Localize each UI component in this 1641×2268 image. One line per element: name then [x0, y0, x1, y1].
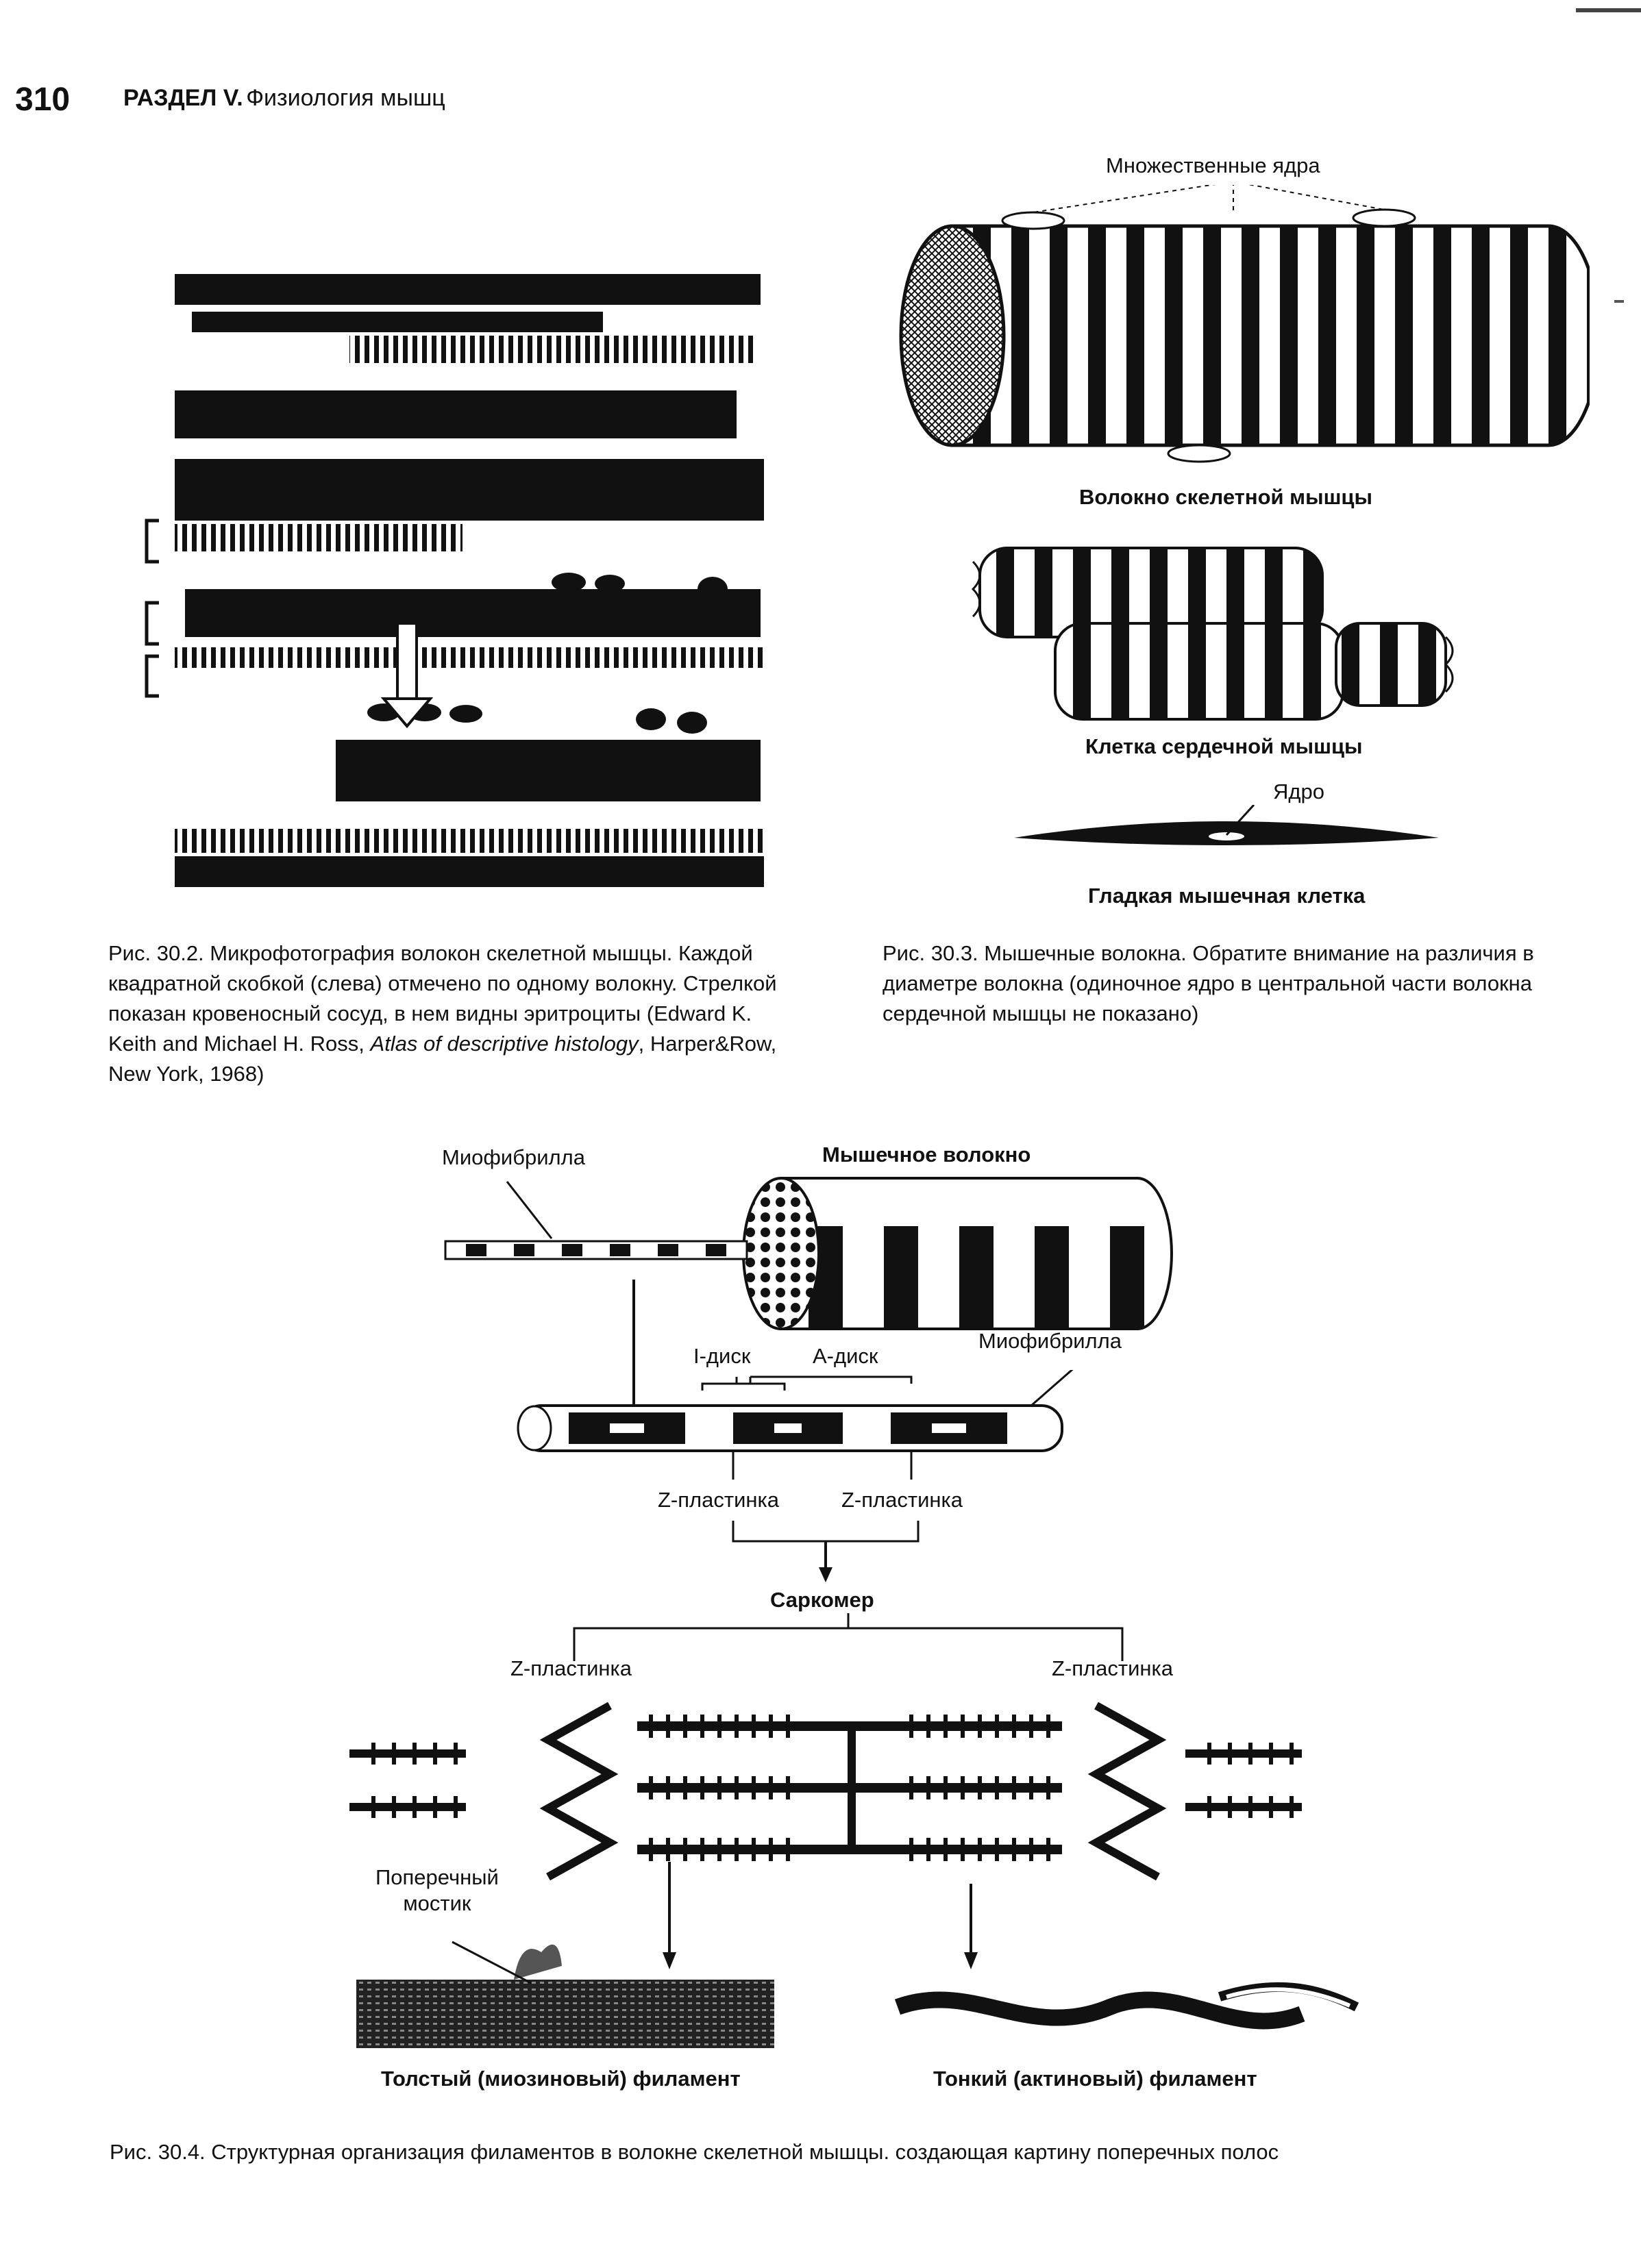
- caption-30-3-line-1: Рис. 30.3. Мышечные волокна. Обратите вн…: [883, 941, 1534, 965]
- label-cross-bridge-line-1: Поперечный: [375, 1865, 499, 1889]
- label-multiple-nuclei: Множественные ядра: [1106, 153, 1320, 177]
- label-smooth-cell: Гладкая мышечная клетка: [1088, 884, 1366, 908]
- label-muscle-fiber: Мышечное волокно: [822, 1143, 1031, 1167]
- caption-30-2-line-4: Keith and Michael H. Ross, Atlas of desc…: [108, 1029, 821, 1059]
- label-cardiac-cell: Клетка сердечной мышцы: [1085, 734, 1363, 758]
- label-i-disk: I-диск: [693, 1344, 751, 1368]
- caption-fig-30-2: Рис. 30.2. Микрофотография волокон скеле…: [108, 938, 821, 1089]
- caption-30-2-line-5: New York, 1968): [108, 1062, 264, 1086]
- caption-30-2-line-2: квадратной скобкой (слева) отмечено по о…: [108, 971, 777, 995]
- section-topic: Физиология мышц: [246, 85, 445, 111]
- label-z-disc-2: Z-пластинка: [841, 1488, 963, 1512]
- label-z-left: Z-пластинка: [510, 1656, 632, 1680]
- running-header: РАЗДЕЛ V. Физиология мышц: [123, 85, 445, 112]
- label-thick-filament: Толстый (миозиновый) филамент: [381, 2067, 741, 2091]
- caption-30-3-line-2: диаметре волокна (одиночное ядро в центр…: [883, 971, 1533, 995]
- section-label: РАЗДЕЛ V.: [123, 85, 243, 111]
- label-z-disc-1: Z-пластинка: [658, 1488, 779, 1512]
- caption-30-2-line-3: показан кровеносный сосуд, в нем видны э…: [108, 1001, 752, 1025]
- page-number: 310: [15, 82, 71, 118]
- caption-fig-30-3: Рис. 30.3. Мышечные волокна. Обратите вн…: [883, 938, 1609, 1029]
- cardiac-cell-drawing: [971, 547, 1454, 721]
- label-sarcomere: Саркомер: [770, 1588, 874, 1612]
- label-myofibril-top: Миофибрилла: [442, 1145, 585, 1169]
- smooth-muscle-cell-drawing: [1014, 805, 1439, 845]
- thin-actin-filament-drawing: [894, 1982, 1359, 2030]
- label-skeletal-fiber: Волокно скелетной мышцы: [1079, 485, 1372, 509]
- skeletal-muscle-micrograph: [145, 267, 767, 904]
- label-thin-filament: Тонкий (актиновый) филамент: [933, 2067, 1257, 2091]
- caption-30-2-book-title: Atlas of descriptive histology: [370, 1032, 639, 1056]
- myofibril-drawing: [517, 1370, 1074, 1480]
- skeletal-fiber-drawing: [899, 185, 1590, 463]
- label-cross-bridge: Поперечный мостик: [375, 1865, 499, 1917]
- scan-edge-mark: [1576, 8, 1641, 12]
- label-myofibril-right: Миофибрилла: [978, 1329, 1122, 1353]
- label-cross-bridge-line-2: мостик: [403, 1891, 471, 1915]
- caption-30-2-line-4c: , Harper&Row,: [638, 1032, 777, 1056]
- muscle-fiber-drawing: [444, 1177, 1173, 1423]
- thick-myosin-filament-drawing: [356, 1941, 774, 2048]
- caption-fig-30-4: Рис. 30.4. Структурная организация филам…: [110, 2140, 1279, 2164]
- sarcomere-filament-diagram: [343, 1702, 1370, 1969]
- sarcomere-span-bracket: [573, 1613, 1124, 1661]
- label-z-right: Z-пластинка: [1052, 1656, 1173, 1680]
- caption-30-3-line-3: сердечной мышцы не показано): [883, 1001, 1199, 1025]
- caption-30-2-line-4a: Keith and Michael H. Ross,: [108, 1032, 371, 1056]
- scan-edge-mark-small: [1614, 300, 1624, 303]
- caption-30-2-line-1: Рис. 30.2. Микрофотография волокон скеле…: [108, 941, 753, 965]
- label-a-disk: A-диск: [813, 1344, 878, 1368]
- sarcomere-bracket-arrow: [732, 1521, 920, 1582]
- label-nucleus: Ядро: [1273, 780, 1324, 803]
